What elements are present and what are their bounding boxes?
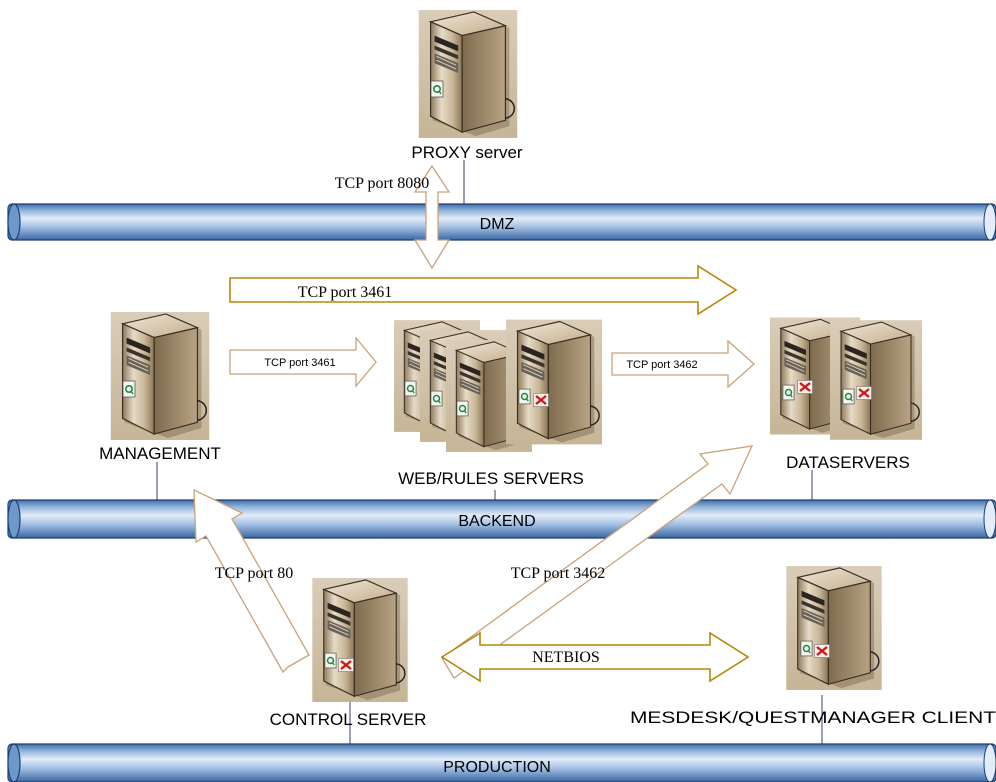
production-network-bus: PRODUCTION — [7, 743, 996, 782]
document-icon — [518, 388, 531, 405]
management-server-icon — [110, 312, 210, 440]
proxy-dmz-arrow-label: TCP port 8080 — [335, 175, 430, 192]
backend-network-bus: BACKEND — [7, 499, 996, 539]
web-rules-servers-label: WEB/RULES SERVERS — [398, 469, 584, 488]
web-rules-servers: WEB/RULES SERVERS — [394, 318, 602, 488]
control-server: CONTROL SERVER — [270, 578, 427, 729]
control-to-data-arrow-label: TCP port 3462 — [511, 565, 606, 582]
error-x-icon — [856, 386, 872, 400]
mesdesk-client-label: MESDESK/QUESTMANAGER CLIENT — [630, 708, 996, 727]
dmz-label: DMZ — [480, 216, 515, 233]
proxy-server-label: PROXY server — [411, 143, 523, 162]
production-label: PRODUCTION — [443, 759, 551, 776]
mgmt-to-web-arrow: TCP port 3461 — [229, 336, 377, 388]
mgmt-to-web-arrow-label: TCP port 3461 — [264, 357, 335, 369]
mgmt-to-data-arrow: TCP port 3461 — [229, 264, 738, 316]
document-icon — [324, 652, 337, 669]
document-icon — [800, 640, 813, 657]
web-to-data-arrow-label: TCP port 3462 — [626, 359, 697, 371]
netbios-arrow: NETBIOS — [440, 631, 750, 683]
control-server-label: CONTROL SERVER — [270, 710, 427, 729]
netbios-arrow-label: NETBIOS — [532, 649, 600, 666]
document-icon — [842, 388, 855, 405]
error-x-icon — [814, 644, 830, 658]
document-icon — [782, 384, 795, 401]
document-icon — [430, 80, 444, 98]
proxy-server: PROXY server — [411, 10, 523, 162]
error-x-icon — [338, 658, 354, 672]
backend-label: BACKEND — [458, 513, 535, 530]
mesdesk-client: MESDESK/QUESTMANAGER CLIENT — [630, 566, 996, 727]
error-x-icon — [533, 393, 549, 407]
mesdesk-client-icon — [786, 566, 882, 690]
control-to-mgmt-arrow-label: TCP port 80 — [215, 565, 294, 582]
dataservers: DATASERVERS — [770, 316, 922, 472]
document-icon — [122, 380, 136, 398]
dmz-network-bus: DMZ — [7, 203, 996, 241]
error-x-icon — [797, 380, 813, 394]
dataservers-label: DATASERVERS — [786, 453, 910, 472]
document-icon — [430, 390, 443, 407]
rules-server-icon — [506, 318, 602, 446]
control-to-mgmt-arrow: TCP port 80 — [193, 488, 310, 674]
control-server-icon — [312, 578, 408, 702]
proxy-server-icon — [418, 10, 518, 138]
web-to-data-arrow: TCP port 3462 — [611, 339, 755, 389]
management-server-label: MANAGEMENT — [99, 444, 221, 463]
document-icon — [456, 400, 469, 417]
management-server: MANAGEMENT — [99, 312, 221, 463]
proxy-dmz-arrow: TCP port 8080 — [335, 164, 451, 270]
dataserver-icon-2 — [830, 319, 922, 441]
document-icon — [404, 380, 417, 397]
mgmt-to-data-arrow-label: TCP port 3461 — [298, 284, 393, 301]
drop-lines — [156, 160, 823, 744]
